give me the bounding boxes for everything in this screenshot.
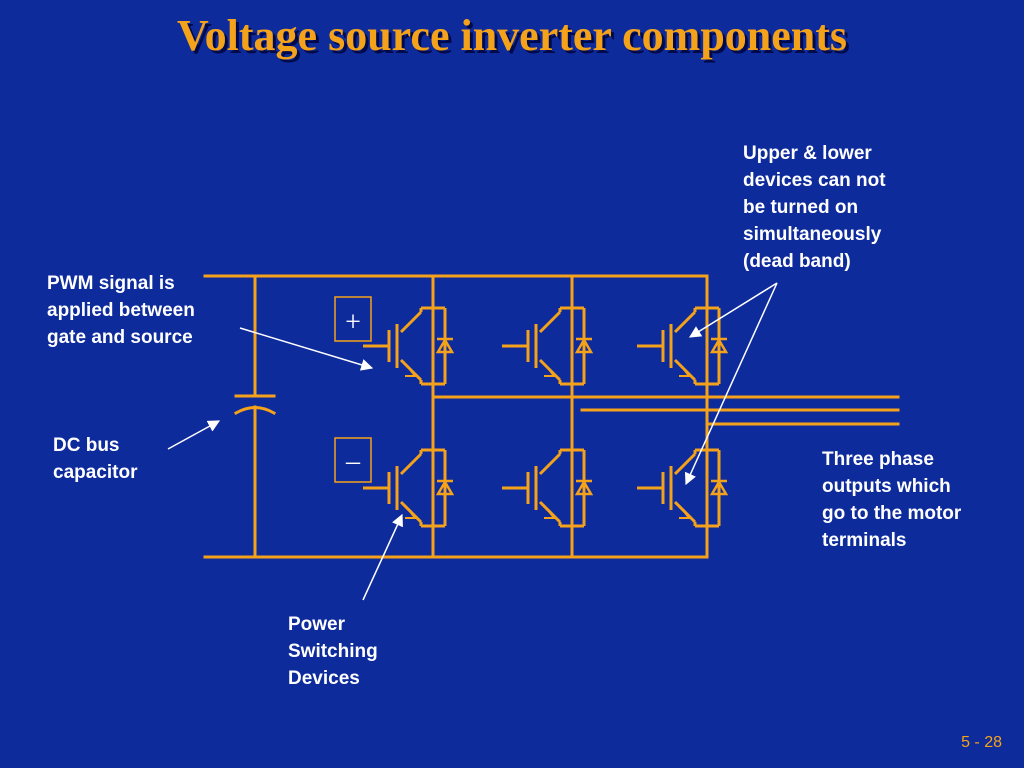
callout-line: go to the motor (822, 503, 962, 524)
callout-line: terminals (822, 530, 907, 551)
callout-line: outputs which (822, 476, 951, 497)
dead-band-callout: Upper & lower devices can not be turned … (743, 140, 886, 275)
igbt-switch-lower-leg-1 (363, 448, 455, 528)
callout-line: Switching (288, 641, 378, 662)
callout-line: Upper & lower (743, 143, 872, 164)
power-switching-devices-callout: Power Switching Devices (288, 611, 378, 692)
callout-line: devices can not (743, 170, 886, 191)
positive-sign-box: + (334, 296, 372, 342)
power-switching-arrow (362, 513, 403, 601)
callout-line: capacitor (53, 462, 138, 483)
dc-bus-capacitor-callout: DC bus capacitor (53, 432, 137, 486)
igbt-switch-lower-leg-2 (502, 448, 594, 528)
callout-line: Devices (288, 668, 360, 689)
igbt-switch-upper-leg-3 (637, 306, 729, 386)
callout-line: PWM signal is (47, 273, 175, 294)
callout-line: Power (288, 614, 346, 635)
dc-bus-arrow (167, 420, 221, 450)
circuit-wiring (203, 274, 900, 559)
power-switching-devices (363, 306, 729, 528)
slide-number: 5 - 28 (961, 734, 1002, 751)
igbt-switch-upper-leg-1 (363, 306, 455, 386)
negative-sign-box: – (334, 437, 372, 483)
dead-band-arrow-upper (688, 282, 778, 338)
dc-bus-capacitor-symbol (233, 274, 277, 559)
igbt-switch-upper-leg-2 (502, 306, 594, 386)
callout-line: (dead band) (743, 251, 851, 272)
callout-arrows (167, 282, 778, 601)
igbt-switch-lower-leg-3 (637, 448, 729, 528)
callout-line: applied between (47, 300, 195, 321)
plus-symbol: + (345, 307, 361, 338)
callout-line: be turned on (743, 197, 859, 218)
callout-line: gate and source (47, 327, 193, 348)
callout-line: simultaneously (743, 224, 882, 245)
callout-line: Three phase (822, 449, 934, 470)
callout-line: DC bus (53, 435, 120, 456)
minus-symbol: – (345, 446, 361, 477)
pwm-arrow (239, 327, 374, 371)
three-phase-outputs-callout: Three phase outputs which go to the moto… (822, 446, 961, 554)
slide-title: Voltage source inverter components (176, 11, 848, 60)
dead-band-arrow-lower (684, 282, 778, 486)
pwm-signal-callout: PWM signal is applied between gate and s… (47, 270, 195, 351)
